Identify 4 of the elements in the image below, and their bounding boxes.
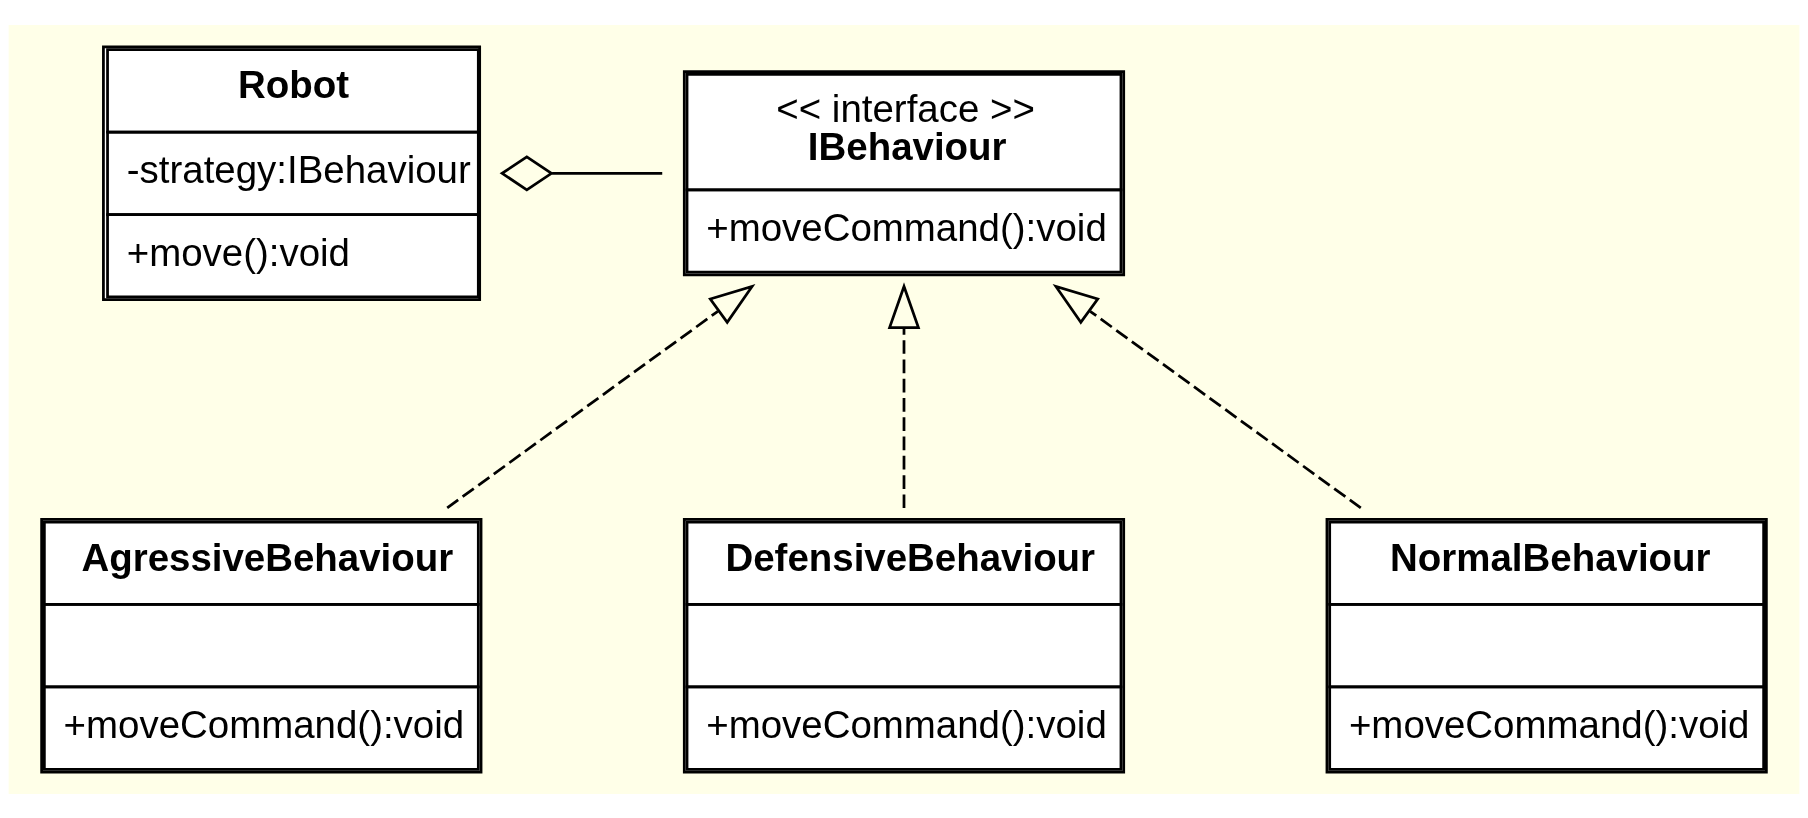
arrow xyxy=(887,281,921,508)
arrow xyxy=(1052,283,1362,509)
connector xyxy=(499,154,663,191)
arrow xyxy=(446,283,756,509)
